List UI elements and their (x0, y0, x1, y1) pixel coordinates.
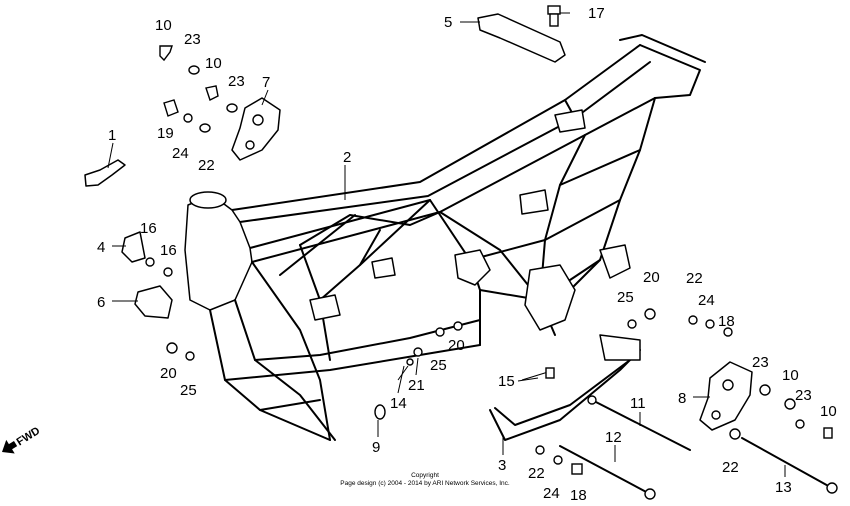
callout-10c: 10 (782, 367, 799, 384)
callout-20a: 20 (160, 365, 177, 382)
copyright-line-2: Page design (c) 2004 - 2014 by ARI Netwo… (340, 480, 510, 487)
bolt-17 (547, 5, 561, 27)
footpeg-bracket-right (699, 361, 753, 431)
callout-16a: 16 (140, 220, 157, 237)
cushion-part (134, 285, 173, 319)
long-bolt-12 (559, 445, 656, 500)
leader-lines (107, 12, 786, 477)
callout-20c: 20 (643, 269, 660, 286)
callout-14: 14 (390, 395, 407, 412)
fwd-arrow-icon (2, 439, 18, 454)
long-bolt-11 (587, 395, 691, 451)
plate-part (121, 231, 146, 263)
main-frame (184, 34, 706, 441)
callout-12: 12 (605, 429, 622, 446)
hardware-items (145, 45, 833, 475)
callout-24c: 24 (543, 485, 560, 502)
callout-18a: 18 (718, 313, 735, 330)
callout-6: 6 (97, 294, 105, 311)
callout-10a: 10 (155, 17, 172, 34)
callout-25c: 25 (617, 289, 634, 306)
callout-19: 19 (157, 125, 174, 142)
callout-25a: 25 (180, 382, 197, 399)
long-bolt-13 (741, 437, 838, 494)
callout-23b: 23 (228, 73, 245, 90)
footpeg-bracket-left (231, 97, 281, 161)
lower-tube-part (489, 349, 641, 441)
callout-20b: 20 (448, 337, 465, 354)
callout-23d: 23 (795, 387, 812, 404)
callout-8: 8 (678, 390, 686, 407)
callout-17: 17 (588, 5, 605, 22)
callout-23c: 23 (752, 354, 769, 371)
callout-16b: 16 (160, 242, 177, 259)
callout-15: 15 (498, 373, 515, 390)
callout-9: 9 (372, 439, 380, 456)
clip-part (84, 159, 126, 187)
fwd-indicator: FWD (2, 425, 43, 454)
callout-13: 13 (775, 479, 792, 496)
callout-5: 5 (444, 14, 452, 31)
bolt-15 (521, 367, 555, 381)
callout-22d: 22 (528, 465, 545, 482)
callout-11: 11 (630, 395, 646, 412)
callout-24a: 24 (172, 145, 189, 162)
callout-2: 2 (343, 149, 351, 166)
callout-4: 4 (97, 239, 105, 256)
callout-22c: 22 (722, 459, 739, 476)
callout-3: 3 (498, 457, 506, 474)
fwd-label: FWD (15, 425, 43, 448)
copyright-line-1: Copyright (411, 472, 439, 479)
callout-7: 7 (262, 74, 270, 91)
callout-25b: 25 (430, 357, 447, 374)
callout-22b: 22 (686, 270, 703, 287)
callout-18b: 18 (570, 487, 587, 504)
callout-21: 21 (408, 377, 425, 394)
callout-1: 1 (108, 127, 116, 144)
callout-labels: 1 2 3 4 5 6 7 8 9 10 10 10 10 11 12 13 1… (97, 5, 837, 504)
callout-23a: 23 (184, 31, 201, 48)
callout-10b: 10 (205, 55, 222, 72)
callout-24b: 24 (698, 292, 715, 309)
callout-10d: 10 (820, 403, 837, 420)
bracket-part (477, 13, 566, 63)
callout-22a: 22 (198, 157, 215, 174)
